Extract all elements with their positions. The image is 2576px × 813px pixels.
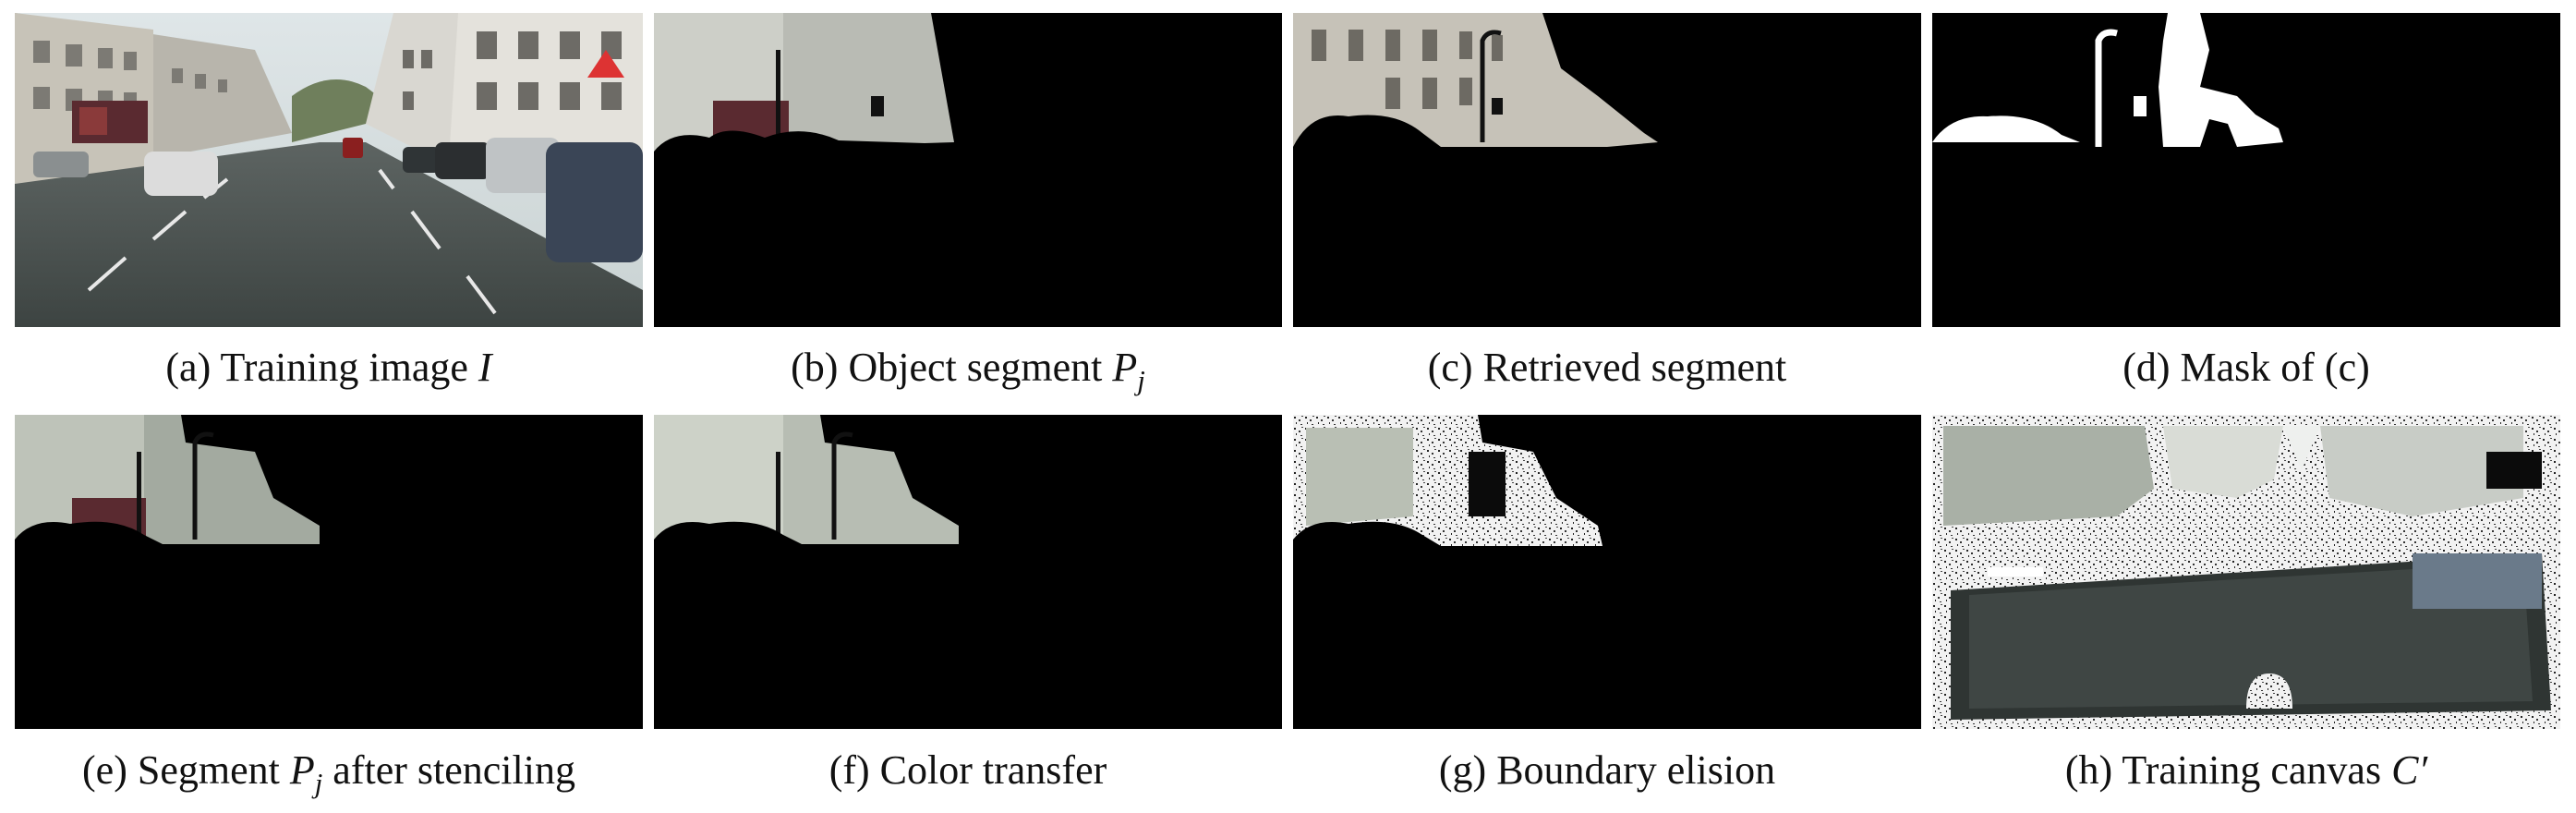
caption-f: (f) Color transfer bbox=[828, 747, 1107, 793]
panel-training-image bbox=[15, 13, 643, 327]
panel-retrieved-segment bbox=[1293, 13, 1921, 327]
panel-training-canvas bbox=[1932, 415, 2560, 729]
street-scene-image bbox=[15, 13, 643, 327]
training-canvas-image bbox=[1932, 415, 2560, 729]
panel-boundary-elision bbox=[1293, 415, 1921, 729]
panel-color-transfer bbox=[654, 415, 1282, 729]
retrieved-segment-image bbox=[1293, 13, 1921, 327]
caption-b: (b) Object segment Pj bbox=[791, 345, 1145, 396]
stenciled-segment-image bbox=[15, 415, 643, 729]
panel-mask bbox=[1932, 13, 2560, 327]
caption-g: (g) Boundary elision bbox=[1438, 747, 1776, 793]
boundary-elision-image bbox=[1293, 415, 1921, 729]
caption-a: (a) Training image I bbox=[165, 345, 492, 390]
object-segment-image bbox=[654, 13, 1282, 327]
panel-stenciled-segment bbox=[15, 415, 643, 729]
caption-h: (h) Training canvas C′ bbox=[2064, 747, 2428, 793]
mask-image bbox=[1932, 13, 2560, 327]
caption-d: (d) Mask of (c) bbox=[2122, 345, 2370, 390]
caption-c: (c) Retrieved segment bbox=[1427, 345, 1787, 390]
caption-e: (e) Segment Pj after stenciling bbox=[82, 747, 575, 799]
color-transfer-image bbox=[654, 415, 1282, 729]
panel-object-segment bbox=[654, 13, 1282, 327]
